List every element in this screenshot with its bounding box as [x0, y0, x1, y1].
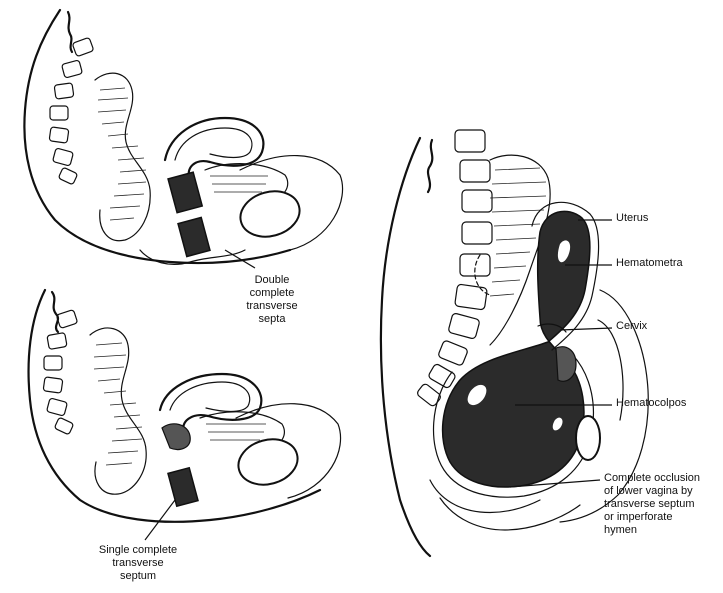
spine-vertebrae — [49, 37, 94, 184]
label-occlusion: Complete occlusion of lower vagina by tr… — [604, 472, 700, 537]
label-hematocolpos: Hematocolpos — [616, 397, 686, 410]
leader-cervix — [560, 328, 612, 330]
label-uterus: Uterus — [616, 212, 648, 225]
spine-vertebrae-2 — [43, 310, 78, 435]
panel-single-septum — [29, 290, 341, 540]
label-single-septum: Single complete transverse septum — [78, 544, 198, 583]
label-hematometra: Hematometra — [616, 257, 683, 270]
panel-double-septa — [24, 10, 342, 268]
label-double-septa: Double complete transverse septa — [232, 274, 312, 326]
label-cervix: Cervix — [616, 320, 647, 333]
